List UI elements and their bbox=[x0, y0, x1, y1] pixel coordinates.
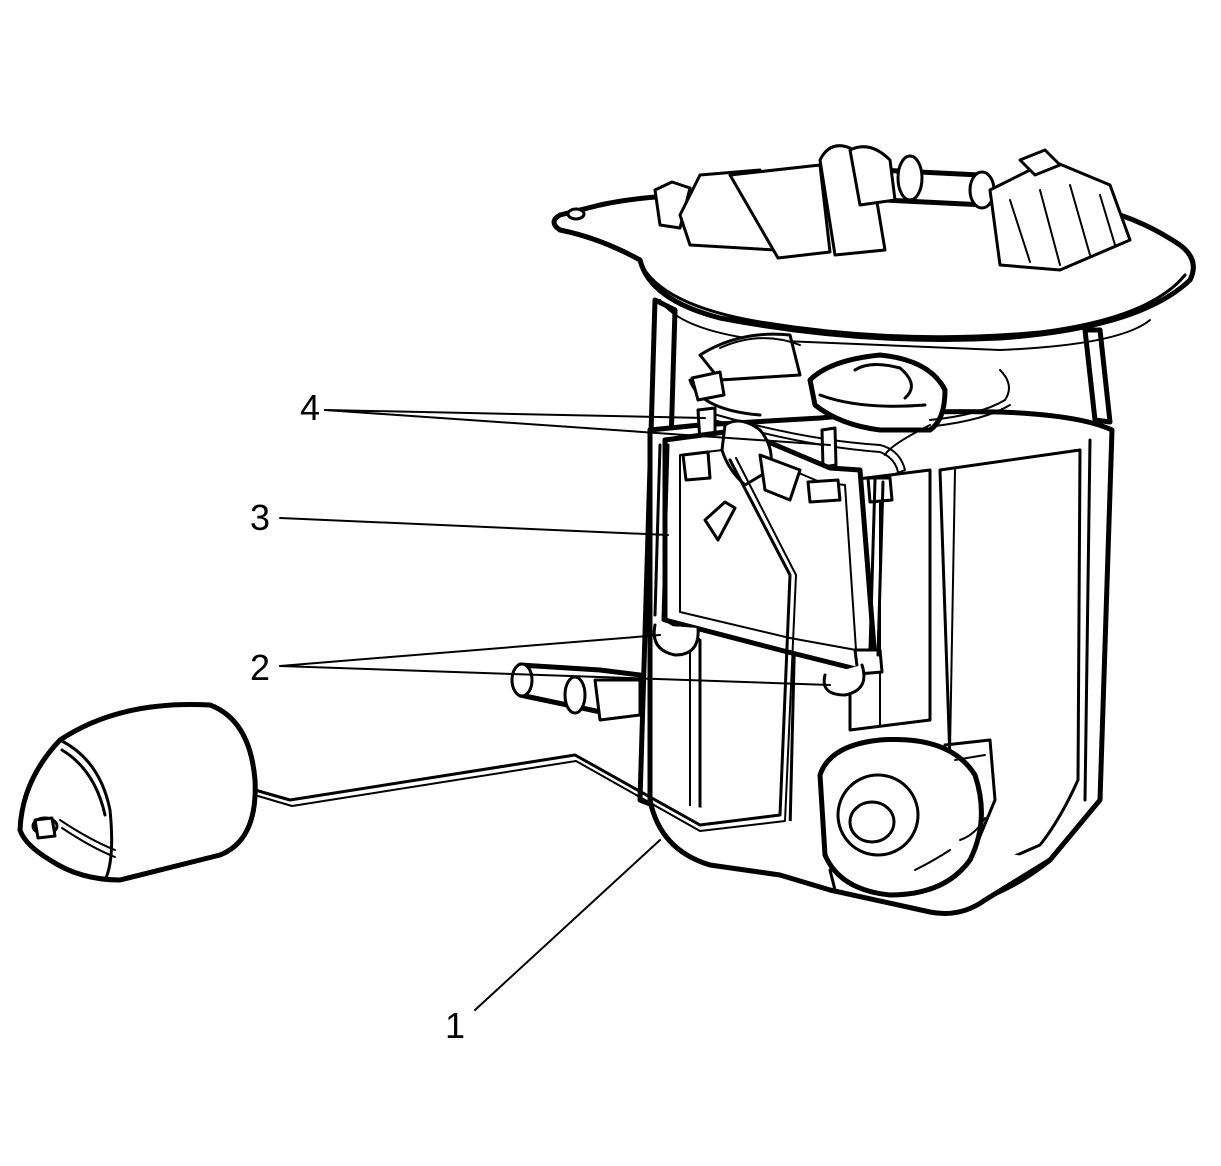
callout-labels: 4 3 2 1 bbox=[250, 387, 465, 1046]
callout-3: 3 bbox=[250, 497, 270, 538]
callout-2: 2 bbox=[250, 647, 270, 688]
leader-1 bbox=[474, 839, 661, 1011]
fuel-level-float bbox=[17, 457, 797, 883]
leader-4b bbox=[324, 409, 831, 446]
flange-cover bbox=[551, 144, 1196, 351]
callout-leaders bbox=[279, 409, 831, 1011]
internal-hose bbox=[688, 332, 948, 433]
leader-2b bbox=[279, 665, 831, 686]
sender-frame bbox=[652, 419, 894, 697]
leader-3 bbox=[279, 517, 669, 536]
callout-4: 4 bbox=[300, 387, 320, 428]
side-outlet bbox=[510, 662, 643, 722]
callout-1: 1 bbox=[445, 1005, 465, 1046]
pump-inlet bbox=[817, 736, 997, 898]
leader-4a bbox=[324, 409, 706, 419]
leader-2a bbox=[279, 634, 661, 667]
